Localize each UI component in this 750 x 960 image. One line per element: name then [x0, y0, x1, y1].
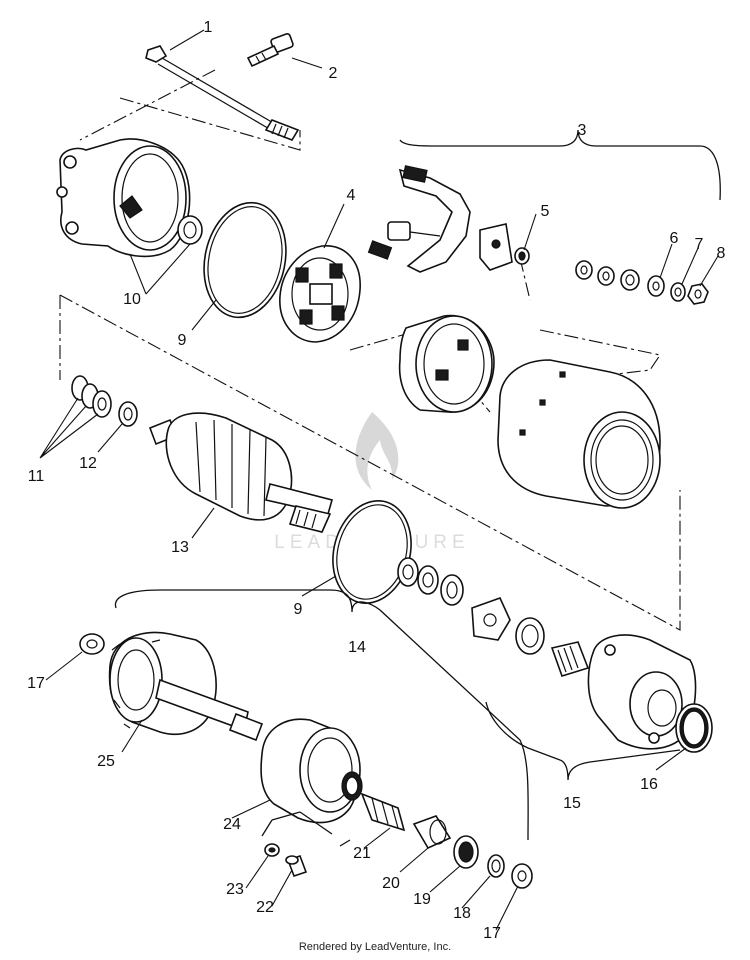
part-20-stop-collar[interactable]: [412, 815, 452, 850]
callout-2: 2: [329, 65, 338, 82]
footer-credit: Rendered by LeadVenture, Inc.: [298, 941, 452, 953]
part-11-washers[interactable]: [71, 375, 112, 418]
part-22-pin[interactable]: [285, 854, 308, 878]
callout-19: 19: [413, 891, 431, 908]
yoke-magnet-ring[interactable]: [398, 314, 495, 413]
middle-washers[interactable]: [397, 557, 464, 606]
part-8-nut[interactable]: [687, 283, 709, 305]
part-10-end-housing[interactable]: [56, 138, 203, 258]
part-2-screw[interactable]: [246, 33, 294, 68]
motor-housing-can[interactable]: [497, 359, 661, 509]
part-1-through-bolt[interactable]: [145, 45, 300, 141]
group-brackets: [114, 129, 721, 847]
callout-17-upper: 17: [27, 675, 45, 692]
callout-4: 4: [347, 187, 356, 204]
callout-14: 14: [348, 639, 366, 656]
callout-9-lower: 9: [294, 601, 303, 618]
callout-22: 22: [256, 899, 274, 916]
callout-10: 10: [123, 291, 141, 308]
callout-18: 18: [453, 905, 471, 922]
callout-11: 11: [28, 468, 45, 485]
bracket-part-15: [485, 701, 681, 781]
part-6-washer-set[interactable]: [575, 260, 665, 297]
bracket-part-3: [399, 129, 721, 201]
callout-24: 24: [223, 816, 241, 833]
part-17-washer-lower[interactable]: [511, 863, 533, 889]
part-19-bushing[interactable]: [453, 835, 479, 869]
part-23-washer[interactable]: [264, 843, 280, 857]
callout-5: 5: [541, 203, 550, 220]
callout-labels: 1 2 3 4 5 6 7 8 9 10 11 12 13 9 14 15 16…: [27, 19, 725, 942]
callout-15: 15: [563, 795, 581, 812]
callout-8: 8: [717, 245, 726, 262]
part-25-gear-shaft[interactable]: [108, 631, 264, 742]
callout-17-lower: 17: [483, 925, 501, 942]
callout-16: 16: [640, 776, 658, 793]
callout-6: 6: [670, 230, 679, 247]
part-24-clutch[interactable]: [260, 718, 363, 824]
callout-21: 21: [353, 845, 371, 862]
bracket-part-14: [114, 589, 529, 841]
needle-bearing[interactable]: [550, 641, 590, 677]
callout-3: 3: [578, 122, 587, 139]
part-3-brush-holder-kit[interactable]: [367, 165, 513, 273]
part-9-o-ring-lower[interactable]: [322, 492, 422, 612]
part-13-armature[interactable]: [148, 412, 333, 533]
part-12-washer[interactable]: [118, 401, 138, 427]
callout-20: 20: [382, 875, 400, 892]
part-21-spring[interactable]: [360, 792, 406, 832]
drive-end-housing[interactable]: [587, 634, 697, 750]
retainer-plate[interactable]: [471, 596, 511, 641]
part-5-washer[interactable]: [514, 247, 530, 265]
callout-9-upper: 9: [178, 332, 187, 349]
callout-1: 1: [204, 19, 213, 36]
bracket-parts-22-23: [261, 811, 351, 847]
part-7-lock-washer[interactable]: [670, 282, 686, 302]
part-9-o-ring-upper[interactable]: [194, 195, 296, 325]
callout-13: 13: [171, 539, 189, 556]
callout-12: 12: [79, 455, 97, 472]
bearing[interactable]: [515, 617, 545, 655]
part-17-washer-upper[interactable]: [79, 633, 105, 655]
part-18-snap-ring[interactable]: [487, 854, 505, 878]
callout-23: 23: [226, 881, 244, 898]
leader-lines: [39, 29, 719, 931]
callout-7: 7: [695, 236, 704, 253]
part-16-o-ring[interactable]: [675, 703, 713, 753]
part-4-brush-plate[interactable]: [279, 245, 361, 343]
callout-25: 25: [97, 753, 115, 770]
